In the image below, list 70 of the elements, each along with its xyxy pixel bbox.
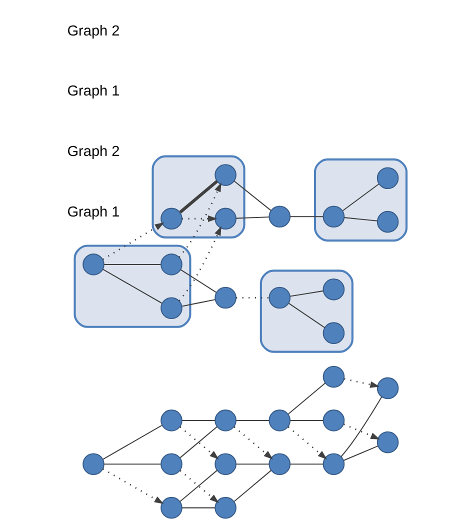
cluster: [152, 155, 246, 238]
connector: [236, 296, 270, 299]
arrow: [344, 378, 380, 388]
node-circle: [82, 254, 104, 276]
connector: [104, 264, 161, 265]
label: Graph 1: [67, 204, 120, 220]
node-circle: [160, 496, 182, 519]
node-circle: [376, 431, 399, 454]
node-circle: [214, 496, 236, 519]
arrow: [182, 215, 218, 222]
node-circle: [268, 286, 291, 309]
node-circle: [376, 167, 399, 190]
connector: [290, 420, 324, 421]
arrow: [344, 424, 380, 440]
cluster: [314, 158, 408, 242]
label: Graph 2: [67, 144, 120, 160]
connector: [344, 217, 378, 222]
connector: [288, 302, 326, 328]
node-circle: [376, 210, 399, 233]
node-circle: [268, 206, 291, 228]
node-circle: [160, 254, 182, 276]
node-circle: [376, 377, 399, 400]
cluster: [74, 244, 192, 328]
connector: [290, 464, 324, 465]
connector: [342, 184, 380, 212]
node-circle: [160, 410, 182, 432]
node-circle: [268, 410, 291, 432]
node-circle: [160, 453, 182, 476]
node-circle: [160, 297, 182, 320]
connector: [182, 507, 216, 508]
connector: [180, 269, 217, 293]
connector: [290, 290, 324, 297]
node-circle: [214, 453, 236, 476]
node-circle: [214, 410, 236, 432]
arrow: [178, 226, 222, 302]
connector: [102, 425, 162, 460]
node-circle: [214, 164, 236, 186]
connector: [102, 268, 162, 304]
node-circle: [160, 208, 182, 230]
node-circle: [322, 410, 345, 432]
connector: [182, 299, 216, 307]
node-circle: [322, 278, 345, 300]
node-circle: [214, 208, 236, 230]
node-circle: [322, 366, 345, 388]
connector: [236, 420, 270, 421]
connector: [288, 382, 326, 414]
connector: [340, 396, 382, 457]
label: Graph 1: [67, 84, 120, 100]
node-circle: [82, 453, 104, 476]
arrow: [102, 222, 164, 260]
node-circle: [322, 453, 345, 476]
connector: [104, 464, 161, 465]
arrow: [288, 426, 328, 460]
connector: [234, 180, 272, 211]
node-circle: [214, 286, 236, 309]
connector: [234, 470, 272, 502]
arrow: [234, 426, 274, 460]
node-circle: [268, 453, 291, 476]
connector: [236, 216, 270, 219]
node-circle: [322, 322, 345, 344]
cluster: [260, 270, 354, 353]
arrow: [102, 468, 164, 504]
connector: [236, 464, 270, 465]
arrow: [178, 182, 222, 258]
label: Graph 2: [67, 23, 120, 40]
node-circle: [322, 206, 345, 228]
connector: [179, 180, 218, 214]
connector: [290, 216, 324, 218]
connector: [344, 446, 378, 461]
connector: [182, 420, 216, 421]
